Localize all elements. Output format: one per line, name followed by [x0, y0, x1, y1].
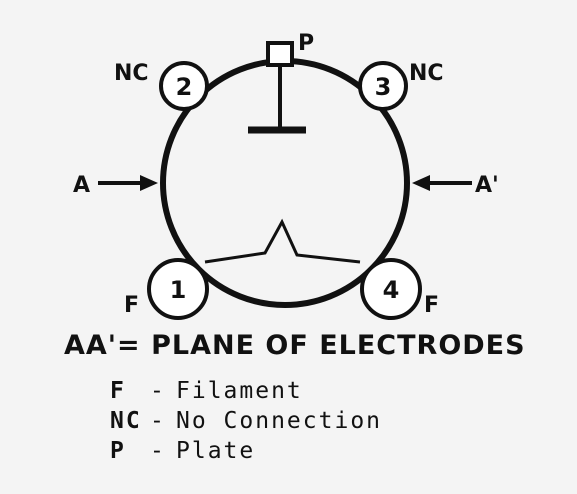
- plane-right-label: A': [475, 173, 499, 198]
- pin-2-number: 2: [176, 73, 193, 101]
- legend-row: P-Plate: [110, 438, 255, 464]
- legend-row: F-Filament: [110, 378, 303, 404]
- pin-4-label: F: [424, 293, 439, 318]
- legend-sep: -: [150, 408, 166, 434]
- plate-label: P: [298, 31, 314, 56]
- pin-1-label: F: [124, 293, 139, 318]
- legend-key: P: [110, 438, 126, 464]
- pin-3-number: 3: [375, 73, 392, 101]
- filament: [204, 218, 361, 264]
- pin-3-circle: [358, 61, 408, 111]
- pin-4-circle: [360, 258, 422, 320]
- legend-sep: -: [150, 378, 166, 404]
- pin-1-circle: [147, 258, 209, 320]
- pin-3-label: NC: [409, 61, 444, 86]
- plane-left-label: A: [73, 173, 90, 198]
- pin-4-number: 4: [383, 276, 400, 304]
- plane-right-arrow-head: [412, 175, 430, 191]
- legend-text: Plate: [176, 438, 256, 464]
- plate-terminal: [266, 41, 294, 67]
- legend-row: NC-No Connection: [110, 408, 382, 434]
- pin-2-circle: [159, 61, 209, 111]
- pin-2-label: NC: [114, 61, 149, 86]
- plane-left-arrow-head: [140, 175, 158, 191]
- legend-key: F: [110, 378, 126, 404]
- legend-sep: -: [150, 438, 166, 464]
- plane-title: AA'= PLANE OF ELECTRODES: [64, 330, 526, 361]
- legend-key: NC: [110, 408, 142, 434]
- legend-text: Filament: [176, 378, 303, 404]
- legend-text: No Connection: [176, 408, 383, 434]
- pin-1-number: 1: [170, 276, 187, 304]
